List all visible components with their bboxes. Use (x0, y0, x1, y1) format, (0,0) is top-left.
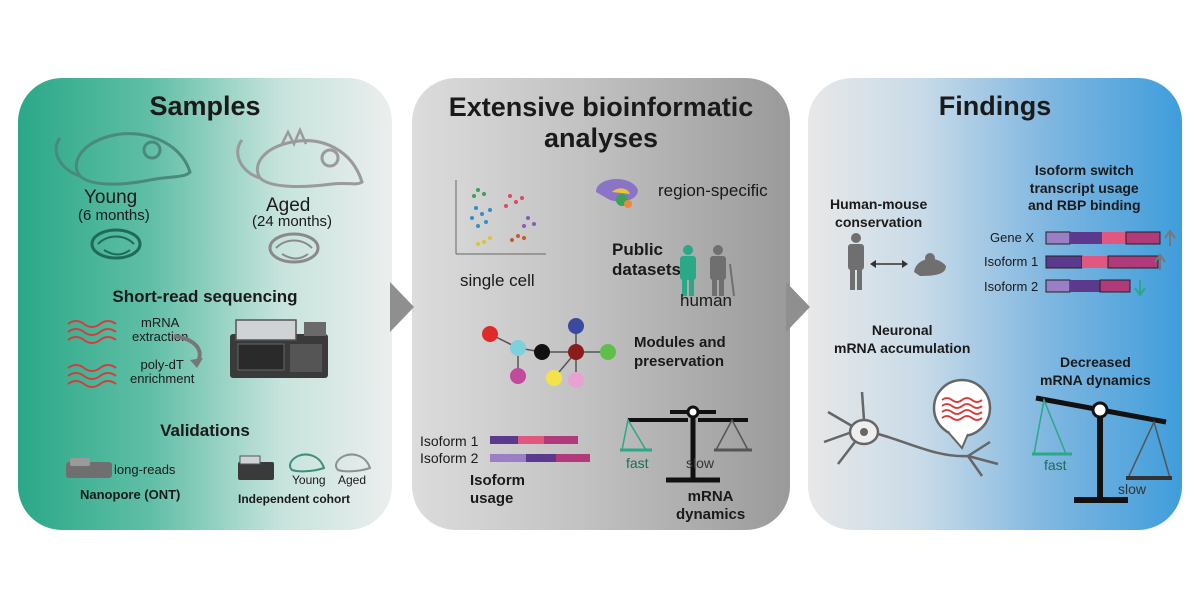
curved-arrow-icon (173, 334, 203, 368)
findings-slow-label: slow (1118, 481, 1147, 497)
human-mouse-label: Human-mouse conservation (830, 196, 928, 230)
arrow-right-icon (390, 282, 414, 332)
mrna-dynamics-label: mRNA dynamics (676, 488, 746, 523)
young-age: (6 months) (78, 207, 150, 224)
analyses-title: Extensive bioinformatic analyses (448, 92, 754, 154)
samples-title: Samples (149, 91, 261, 121)
mrna-strands-icon (67, 320, 117, 388)
young-mouse-icon (54, 132, 192, 186)
isoform1-label: Isoform 1 (420, 433, 479, 449)
findings-panel (808, 78, 1182, 530)
short-read-title: Short-read sequencing (112, 287, 298, 306)
brain-region-icon (596, 178, 638, 208)
nanopore-label: Nanopore (ONT) (80, 487, 181, 502)
isoform-usage-label: Isoform usage (470, 472, 526, 507)
aged-brain-icon (268, 232, 320, 264)
decreased-label: Decreased mRNA dynamics (1040, 354, 1151, 388)
findings-isoform-bars-icon (1045, 229, 1176, 297)
modules-label: Modules and preservation (634, 334, 726, 370)
single-cell-label: single cell (460, 271, 535, 290)
isoform-switch-label: Isoform switch transcript usage and RBP … (1028, 162, 1141, 213)
mrna-extraction-label: mRNA extraction (132, 315, 189, 345)
neuron-mrna-icon (823, 378, 999, 477)
validations-title: Validations (160, 421, 250, 440)
polydt-enrichment-label: poly-dT enrichment (130, 357, 195, 387)
cohort-young-label: Young (292, 473, 326, 487)
aged-label: Aged (266, 195, 311, 216)
region-specific-label: region-specific (658, 181, 768, 200)
cohort-aged-mouse-icon (335, 453, 372, 473)
findings-title: Findings (938, 91, 1052, 121)
independent-cohort-label: Independent cohort (238, 492, 350, 506)
fast-label: fast (626, 455, 649, 471)
gene-x-label: Gene X (990, 230, 1035, 245)
public-datasets-label: Public datasets (612, 240, 681, 280)
human-label: human (680, 291, 732, 310)
isoform2-label: Isoform 2 (420, 450, 479, 466)
aged-mouse-icon (236, 126, 364, 188)
human-mouse-icon (848, 233, 946, 290)
balance-scale-icon (620, 405, 752, 483)
network-graph-icon (482, 318, 616, 388)
arrow-right-icon (786, 282, 810, 332)
findings-isoform1-label: Isoform 1 (984, 254, 1039, 269)
cohort-young-mouse-icon (289, 453, 326, 473)
nanopore-device-icon (66, 458, 112, 478)
tsne-scatter-icon (455, 180, 546, 255)
sequencer-small-icon (238, 455, 274, 480)
human-figures-icon (680, 245, 735, 297)
sequencer-icon (230, 319, 328, 378)
isoform-bars-icon (490, 436, 590, 462)
cohort-aged-label: Aged (338, 473, 367, 487)
young-brain-icon (90, 228, 142, 260)
long-reads-label: long-reads (114, 462, 176, 477)
analyses-panel (412, 78, 790, 530)
aged-age: (24 months) (252, 213, 333, 230)
young-label: Young (84, 187, 138, 208)
findings-fast-label: fast (1044, 457, 1067, 473)
findings-balance-scale-icon (1032, 395, 1172, 503)
slow-label: slow (686, 455, 715, 471)
findings-isoform2-label: Isoform 2 (984, 279, 1039, 294)
neuronal-label: Neuronal mRNA accumulation (834, 322, 971, 356)
